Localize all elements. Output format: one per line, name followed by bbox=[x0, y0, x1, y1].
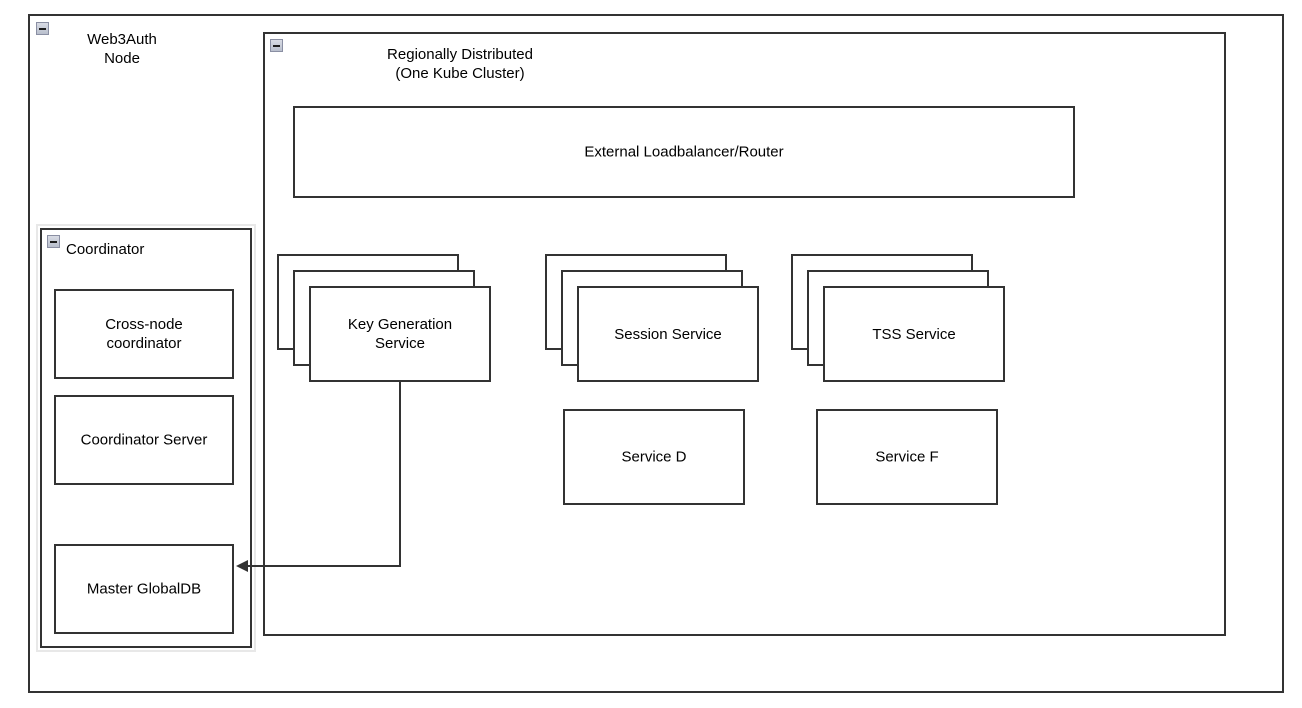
node-label-coordinator-server: Coordinator Server bbox=[80, 431, 208, 449]
collapse-minus-icon-coordinator[interactable] bbox=[47, 235, 60, 248]
collapse-minus-icon-web3auth-node[interactable] bbox=[36, 22, 49, 35]
node-label-cross-node-coordinator: Cross-node coordinator bbox=[105, 316, 183, 352]
node-stack-tss-service[interactable]: TSS Service bbox=[791, 254, 1005, 382]
node-cross-node-coordinator[interactable]: Cross-node coordinator bbox=[54, 289, 234, 379]
node-label-session-service: Session Service bbox=[614, 325, 722, 343]
node-label-service-f: Service F bbox=[875, 448, 939, 466]
node-service-f[interactable]: Service F bbox=[816, 409, 998, 505]
node-coordinator-server[interactable]: Coordinator Server bbox=[54, 395, 234, 485]
node-service-d[interactable]: Service D bbox=[563, 409, 745, 505]
container-label-web3auth-node: Web3Auth Node bbox=[87, 31, 157, 67]
stack-layer-front[interactable]: Session Service bbox=[577, 286, 759, 382]
container-label-coordinator: Coordinator bbox=[66, 241, 145, 258]
node-stack-key-generation-service[interactable]: Key Generation Service bbox=[277, 254, 491, 382]
node-label-master-globaldb: Master GlobalDB bbox=[86, 580, 202, 598]
node-stack-session-service[interactable]: Session Service bbox=[545, 254, 759, 382]
node-label-external-loadbalancer-router: External Loadbalancer/Router bbox=[584, 143, 784, 161]
node-external-loadbalancer-router[interactable]: External Loadbalancer/Router bbox=[293, 106, 1075, 198]
connector-segment-horizontal bbox=[248, 565, 401, 567]
node-label-key-generation-service: Key Generation Service bbox=[347, 316, 453, 352]
container-label-kube-cluster: Regionally Distributed (One Kube Cluster… bbox=[387, 46, 533, 82]
connector-arrowhead bbox=[236, 560, 248, 572]
node-label-service-d: Service D bbox=[621, 448, 687, 466]
node-master-globaldb[interactable]: Master GlobalDB bbox=[54, 544, 234, 634]
stack-layer-front[interactable]: TSS Service bbox=[823, 286, 1005, 382]
stack-layer-front[interactable]: Key Generation Service bbox=[309, 286, 491, 382]
connector-segment-vertical bbox=[399, 382, 401, 567]
collapse-minus-icon-kube-cluster[interactable] bbox=[270, 39, 283, 52]
node-label-tss-service: TSS Service bbox=[872, 325, 956, 343]
